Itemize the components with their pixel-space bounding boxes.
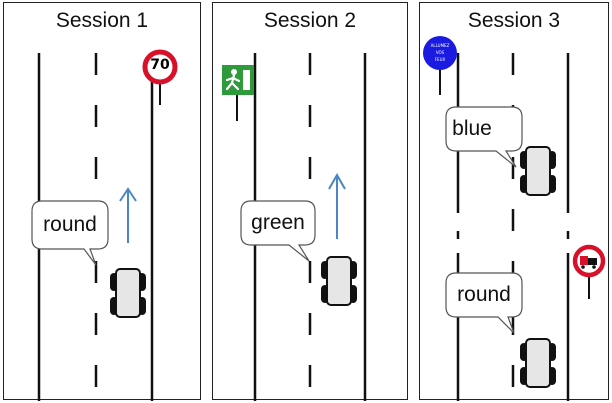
- session-1-panel: Session 1 70 round: [3, 2, 201, 401]
- robot-car-icon: [321, 256, 357, 306]
- robot-car-icon: [110, 268, 146, 318]
- emergency-exit-sign-icon: [222, 65, 254, 95]
- direction-arrow-icon: [119, 187, 137, 243]
- speed-limit-value: 70: [150, 57, 170, 73]
- headlights-sign-text-1: ALLUMEZ: [430, 43, 450, 48]
- robot-car-icon: [520, 146, 556, 196]
- speech-bubble: [240, 200, 316, 262]
- session-2-panel: Session 2 green: [212, 2, 408, 401]
- session-1-scene: [31, 49, 178, 401]
- headlights-sign-text-2: VOS: [435, 50, 445, 55]
- session-3-title: Session 3: [467, 9, 561, 32]
- robot-car-icon: [520, 338, 556, 388]
- session-2-title: Session 2: [263, 9, 357, 32]
- session-1-title: Session 1: [55, 9, 149, 32]
- speech-bubble: [445, 106, 523, 168]
- bubble-text-green: green: [251, 211, 305, 234]
- headlights-sign-icon: [423, 36, 457, 70]
- no-trucks-sign-icon: [572, 244, 606, 278]
- session-2-scene: [222, 53, 367, 401]
- speech-bubble: [445, 272, 523, 334]
- speech-bubble: [31, 200, 109, 266]
- bubble-text-round: round: [43, 213, 97, 236]
- direction-arrow-icon: [328, 172, 346, 239]
- session-3-panel: Session 3: [419, 2, 609, 401]
- speed-limit-sign-icon: [142, 49, 178, 85]
- headlights-sign-text-3: FEUX: [434, 57, 446, 62]
- bubble-text-round: round: [457, 283, 511, 306]
- bubble-text-blue: blue: [452, 117, 492, 140]
- session-3-scene: [423, 36, 606, 401]
